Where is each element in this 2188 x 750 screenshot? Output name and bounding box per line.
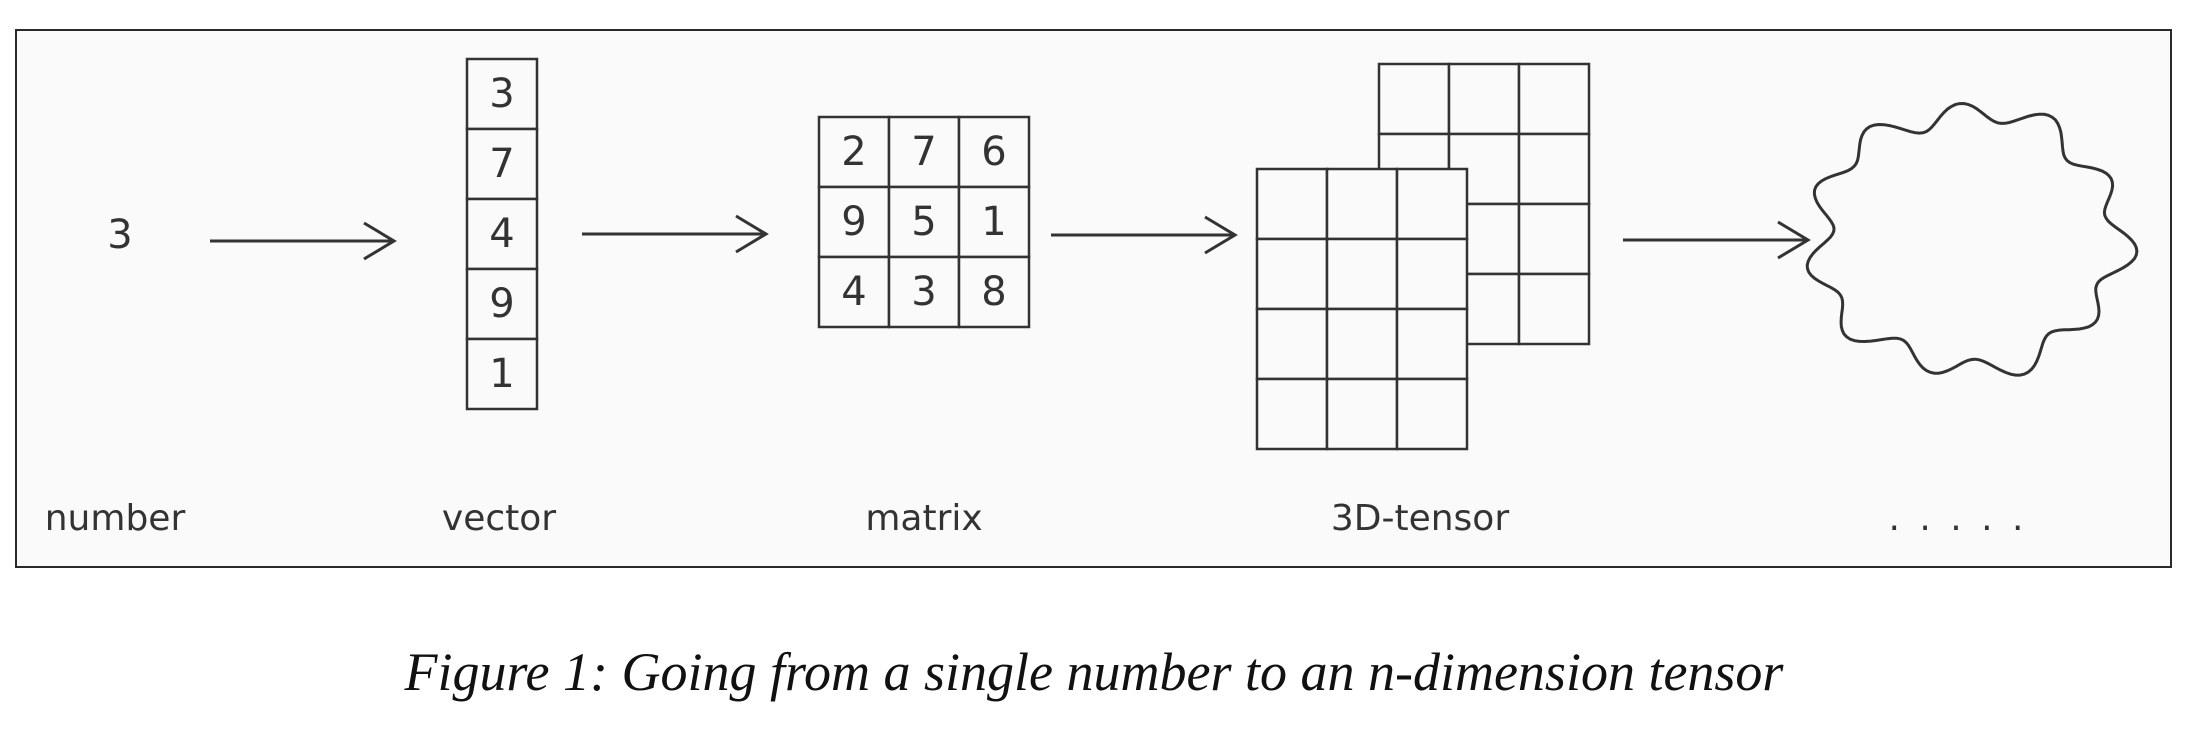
matrix-cell-value: 8 bbox=[981, 269, 1007, 315]
label-ellipsis: . . . . . bbox=[1888, 498, 2028, 539]
label-number: number bbox=[44, 498, 186, 539]
tensor-front-cell bbox=[1325, 237, 1399, 311]
matrix-cell-value: 7 bbox=[911, 129, 937, 175]
tensor-front-cell bbox=[1255, 167, 1329, 241]
vector-cell-value: 9 bbox=[489, 281, 515, 327]
tensor-back-cell bbox=[1517, 62, 1591, 136]
tensor-front-cell bbox=[1395, 307, 1469, 381]
arrow-number-to-vector bbox=[210, 221, 397, 261]
tensor-front-cell bbox=[1395, 377, 1469, 451]
tensor-front-cell bbox=[1325, 167, 1399, 241]
vector-grid bbox=[465, 57, 539, 411]
arrow-tensor-to-ntensor bbox=[1623, 220, 1811, 260]
scalar-number: 3 bbox=[107, 212, 133, 258]
matrix-cell bbox=[957, 255, 1031, 329]
vector-cell bbox=[465, 127, 539, 201]
tensor-front-cell bbox=[1255, 237, 1329, 311]
tensor-front-cell bbox=[1325, 307, 1399, 381]
diagram-frame bbox=[15, 29, 2172, 568]
label-vector: vector bbox=[441, 498, 557, 539]
label-3d-tensor: 3D-tensor bbox=[1330, 498, 1510, 539]
vector-cell-value: 1 bbox=[489, 351, 515, 397]
tensor-front-cell bbox=[1395, 167, 1469, 241]
tensor-back-cell bbox=[1517, 132, 1591, 206]
vector-cell-value: 3 bbox=[489, 71, 515, 117]
tensor-front-cell bbox=[1325, 377, 1399, 451]
tensor-back-cell bbox=[1377, 62, 1451, 136]
matrix-cell bbox=[817, 185, 891, 259]
vector-cell bbox=[465, 267, 539, 341]
tensor-back-cell bbox=[1517, 272, 1591, 346]
label-matrix: matrix bbox=[865, 498, 983, 539]
figure-caption: Figure 1: Going from a single number to … bbox=[404, 642, 1784, 702]
matrix-cell-value: 4 bbox=[841, 269, 867, 315]
tensor-front-cell bbox=[1255, 377, 1329, 451]
vector-cell bbox=[465, 337, 539, 411]
tensor-back-cell bbox=[1447, 62, 1521, 136]
n-dimension-tensor-blob bbox=[1805, 101, 2139, 377]
arrow-matrix-to-tensor bbox=[1051, 215, 1238, 255]
matrix-cell-value: 2 bbox=[841, 129, 867, 175]
arrow-vector-to-matrix bbox=[582, 214, 769, 254]
tensor-front-cell bbox=[1395, 237, 1469, 311]
matrix-cell bbox=[957, 115, 1031, 189]
matrix-grid bbox=[817, 115, 1031, 329]
matrix-cell-value: 5 bbox=[911, 199, 937, 245]
matrix-cell-value: 6 bbox=[981, 129, 1007, 175]
matrix-cell-value: 9 bbox=[841, 199, 867, 245]
matrix-cell bbox=[887, 185, 961, 259]
matrix-cell bbox=[957, 185, 1031, 259]
tensor-back-cell bbox=[1517, 202, 1591, 276]
tensor-front-layer bbox=[1255, 167, 1469, 451]
matrix-cell-value: 3 bbox=[911, 269, 937, 315]
tensor-front-cell bbox=[1255, 307, 1329, 381]
vector-cell-value: 4 bbox=[489, 211, 515, 257]
vector-cell-value: 7 bbox=[489, 141, 515, 187]
matrix-cell bbox=[817, 255, 891, 329]
matrix-cell-value: 1 bbox=[981, 199, 1007, 245]
